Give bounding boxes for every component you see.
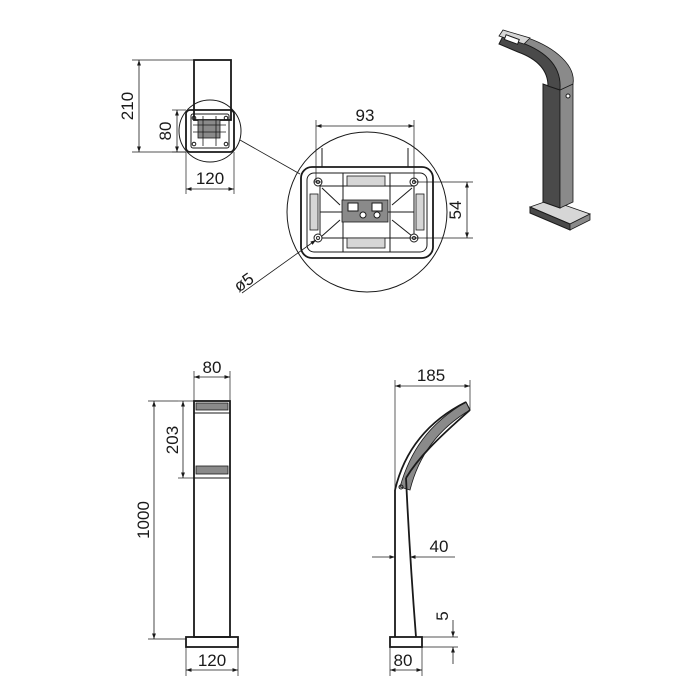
- dim-label-hole: ø5: [230, 269, 257, 296]
- detail-callout-small: [178, 99, 242, 163]
- dim-label-120-top: 120: [196, 169, 224, 188]
- dim-label-54: 54: [446, 201, 465, 220]
- dim-label-185: 185: [417, 366, 445, 385]
- perspective-pole: [542, 83, 561, 209]
- front-view: 80 203 1000 120: [134, 358, 239, 676]
- detail-circle: [286, 131, 448, 293]
- bracket-plate: [300, 166, 434, 259]
- dim-label-120-front: 120: [198, 651, 226, 670]
- dim-label-203: 203: [163, 426, 182, 454]
- side-view-base: [389, 636, 423, 648]
- dim-label-93: 93: [356, 106, 375, 125]
- front-view-column: [193, 400, 231, 638]
- dim-label-210: 210: [118, 92, 137, 120]
- dim-label-80-side: 80: [394, 651, 413, 670]
- side-view: 185 40 5 80: [372, 366, 471, 676]
- top-view: 210 80 120: [118, 59, 242, 194]
- top-view-column: [193, 59, 232, 121]
- top-view-bracket: [185, 109, 235, 153]
- dim-label-80-front: 80: [203, 358, 222, 377]
- dim-leader-hole: [241, 239, 317, 294]
- side-view-arm: [399, 401, 471, 491]
- detail-leader: [239, 139, 301, 175]
- dim-label-80-top: 80: [156, 122, 175, 141]
- dim-label-1000: 1000: [134, 501, 153, 539]
- dim-label-5: 5: [433, 611, 452, 620]
- detail-view: 93 54 ø5: [230, 106, 473, 296]
- front-view-lens: [195, 402, 229, 411]
- perspective-view: [498, 29, 592, 231]
- dim-label-40: 40: [430, 537, 449, 556]
- front-view-base: [185, 636, 239, 648]
